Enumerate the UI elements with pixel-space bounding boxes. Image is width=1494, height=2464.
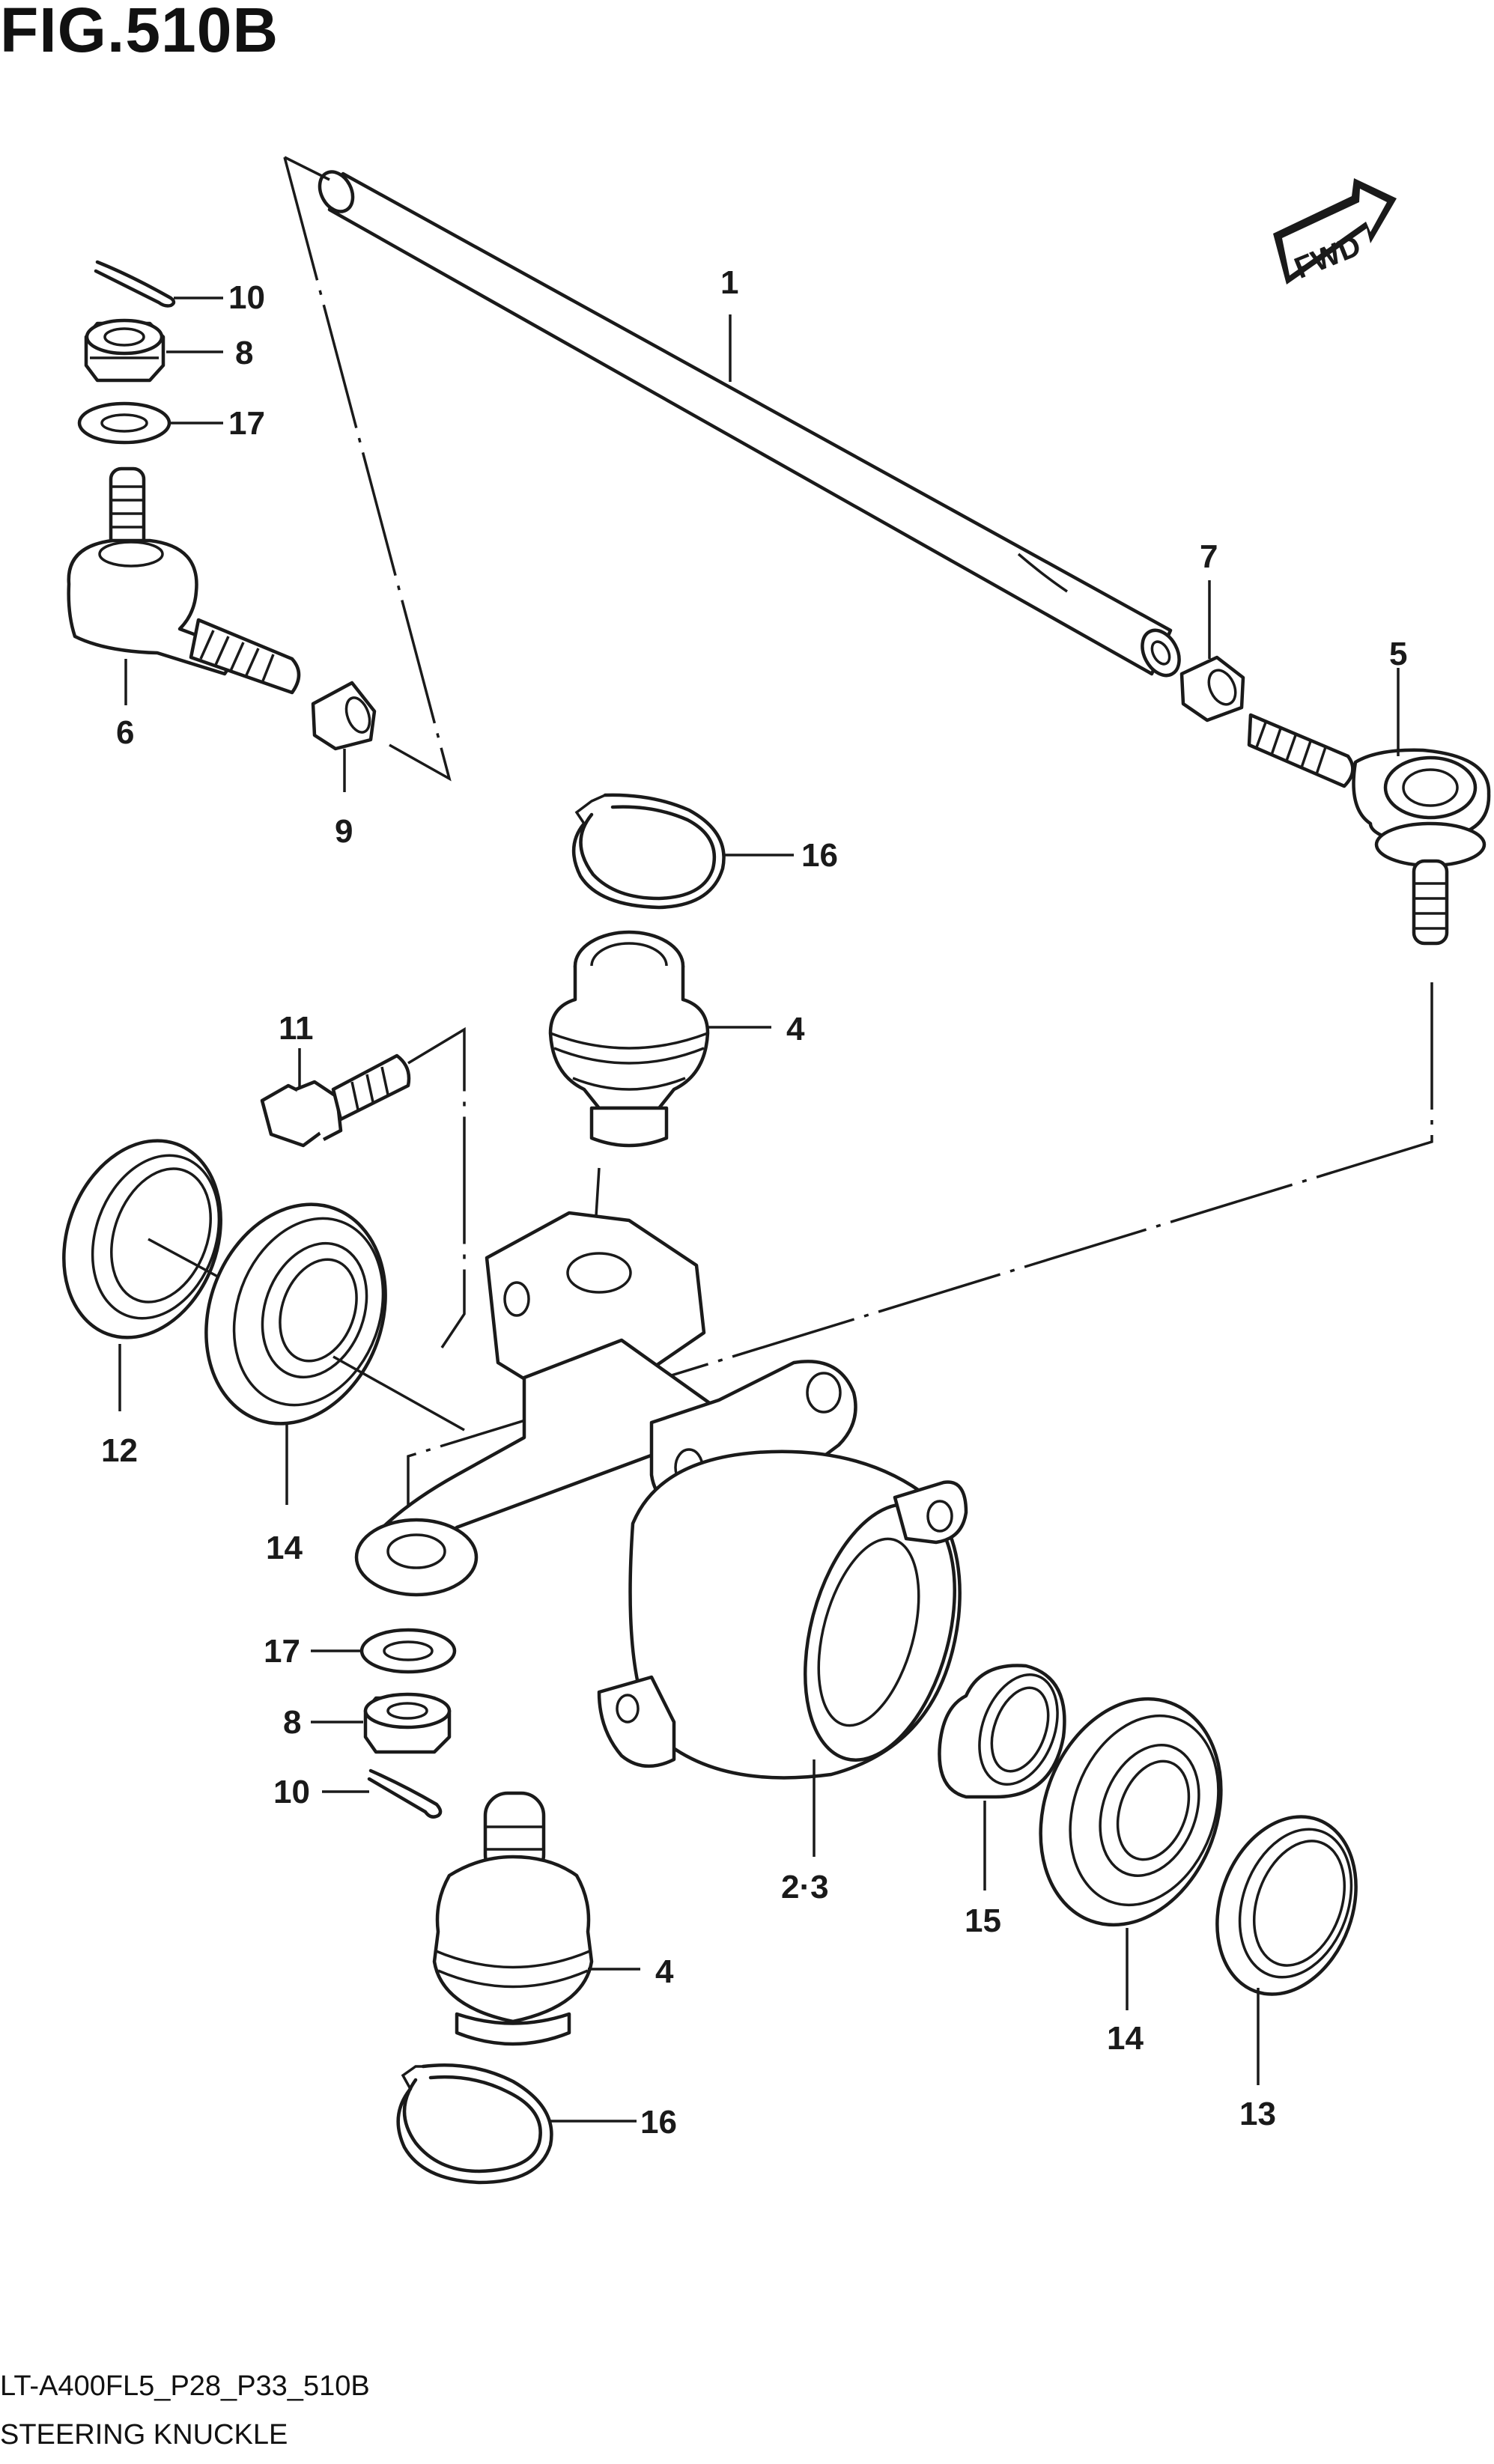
callout-castle-nut-upper: 8 <box>235 335 253 371</box>
drawing-code: LT-A400FL5_P28_P33_510B <box>0 2370 370 2402</box>
callout-circlip-upper: 16 <box>801 837 838 874</box>
callout-tie-rod-end-right: 5 <box>1389 636 1407 672</box>
bearing-right <box>1039 1697 1223 2010</box>
callout-ball-joint-upper: 4 <box>786 1011 805 1047</box>
callout-knuckle: 2·3 <box>781 1869 829 1905</box>
bolt <box>260 1053 411 1148</box>
spacer <box>938 1664 1066 1890</box>
callout-cotter-pin-lower: 10 <box>273 1774 310 1810</box>
callout-oil-seal-right: 13 <box>1239 2096 1276 2132</box>
callout-nut-left: 9 <box>335 813 353 850</box>
guide-line-right <box>407 982 1433 1512</box>
tie-rod-end-right <box>1247 713 1491 946</box>
steering-knuckle <box>354 1211 968 1857</box>
circlip-lower <box>396 2063 553 2185</box>
callout-washer-upper: 17 <box>228 405 265 442</box>
callout-cotter-pin-upper: 10 <box>228 279 265 316</box>
bearing-left <box>204 1202 465 1432</box>
nut-left <box>311 681 377 751</box>
fwd-arrow-icon: FWD <box>1273 178 1397 285</box>
callout-tie-rod-end-left: 6 <box>116 714 134 751</box>
nut-right <box>1179 655 1245 723</box>
assembly-name: STEERING KNUCKLE <box>0 2419 288 2451</box>
cotter-pin-upper <box>94 260 176 308</box>
guide-line-left <box>283 156 452 782</box>
castle-nut-upper <box>84 318 166 383</box>
callout-castle-nut-lower: 8 <box>283 1704 301 1741</box>
guide-line-left-top <box>284 156 330 181</box>
cotter-pin-lower <box>367 1768 443 1819</box>
callout-nut-right: 7 <box>1200 538 1218 575</box>
tie-rod-end-left <box>67 466 301 695</box>
ball-joint-upper <box>548 930 710 1148</box>
leader-lines <box>118 296 1400 2123</box>
castle-nut-lower <box>363 1692 452 1754</box>
tie-rod <box>318 170 1181 678</box>
callout-washer-lower: 17 <box>264 1633 300 1670</box>
callout-bearing-left: 14 <box>266 1530 303 1566</box>
callout-labels: 1 10 8 17 7 5 6 9 16 4 11 12 14 17 8 10 … <box>101 264 1407 2141</box>
callout-spacer: 15 <box>965 1902 1001 1939</box>
callout-tie-rod: 1 <box>720 264 738 301</box>
washer-upper <box>77 401 171 445</box>
ball-joint-lower <box>432 1791 594 2046</box>
oil-seal-right <box>1215 1815 1358 2085</box>
callout-oil-seal-left: 12 <box>101 1432 138 1469</box>
callout-circlip-lower: 16 <box>640 2104 677 2141</box>
guide-line-bolt <box>407 1026 466 1348</box>
figure-title: FIG.510B <box>0 0 279 65</box>
callout-ball-joint-lower: 4 <box>655 1953 674 1990</box>
callout-bearing-right: 14 <box>1107 2020 1144 2057</box>
callout-bolt: 11 <box>279 1010 314 1047</box>
washer-lower <box>359 1628 457 1674</box>
circlip-upper <box>571 793 726 910</box>
oil-seal-left <box>62 1139 225 1339</box>
